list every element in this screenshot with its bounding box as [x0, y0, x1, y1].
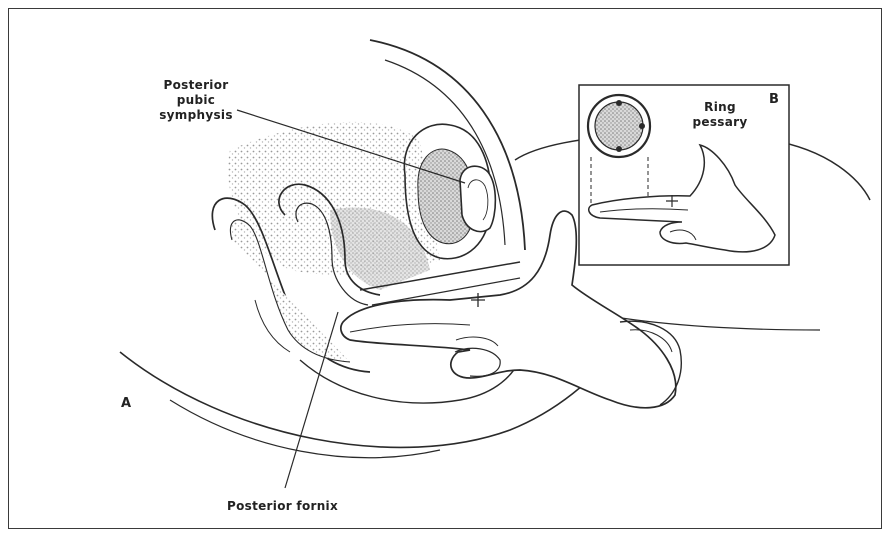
pubic-symphysis	[460, 166, 495, 231]
label-ring-pessary: Ring pessary	[680, 100, 760, 130]
panel-label-b: B	[769, 92, 779, 107]
label-posterior-fornix: Posterior fornix	[227, 499, 338, 514]
ring-pessary-inner	[595, 102, 643, 150]
label-line-3: symphysis	[146, 108, 246, 123]
label-posterior-pubic-symphysis: Posterior pubic symphysis	[146, 78, 246, 123]
label-line-1: Ring	[680, 100, 760, 115]
label-line-2: pessary	[680, 115, 760, 130]
panel-label-a: A	[121, 396, 131, 411]
label-line-1: Posterior	[146, 78, 246, 93]
label-line-2: pubic	[146, 93, 246, 108]
